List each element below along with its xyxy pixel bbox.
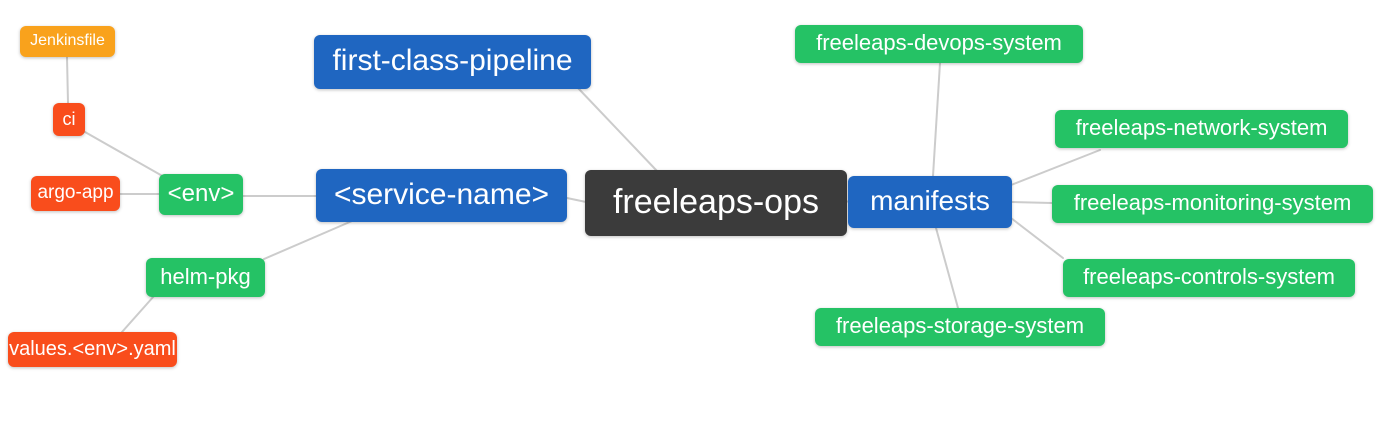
edge-service-name-helm-pkg xyxy=(263,220,353,260)
edge-manifests-monitoring-system xyxy=(1010,201,1053,204)
node-label-argo-app: argo-app xyxy=(37,182,114,203)
node-values-env-yaml[interactable]: values.<env>.yaml xyxy=(8,332,177,367)
edge-values-env-yaml-helm-pkg xyxy=(121,295,155,333)
node-argo-app[interactable]: argo-app xyxy=(31,176,120,211)
edge-first-class-pipeline-freeleaps-ops xyxy=(577,87,658,172)
node-freeleaps-ops[interactable]: freeleaps-ops xyxy=(585,170,847,236)
node-label-helm-pkg: helm-pkg xyxy=(160,263,251,289)
edge-ci-env xyxy=(84,131,167,179)
node-helm-pkg[interactable]: helm-pkg xyxy=(146,258,265,297)
node-label-jenkinsfile: Jenkinsfile xyxy=(30,31,105,49)
node-service-name[interactable]: <service-name> xyxy=(316,169,567,222)
node-manifests[interactable]: manifests xyxy=(848,176,1012,228)
node-devops-system[interactable]: freeleaps-devops-system xyxy=(795,25,1083,63)
edge-service-name-freeleaps-ops xyxy=(566,197,587,203)
node-label-network-system: freeleaps-network-system xyxy=(1075,115,1328,140)
node-label-values-env-yaml: values.<env>.yaml xyxy=(9,337,176,360)
edge-manifests-storage-system xyxy=(935,227,959,309)
node-monitoring-system[interactable]: freeleaps-monitoring-system xyxy=(1052,185,1373,223)
node-label-first-class-pipeline: first-class-pipeline xyxy=(332,44,573,77)
node-label-storage-system: freeleaps-storage-system xyxy=(835,313,1085,338)
node-label-freeleaps-ops: freeleaps-ops xyxy=(612,183,819,221)
edge-manifests-controls-system xyxy=(1010,217,1064,259)
node-network-system[interactable]: freeleaps-network-system xyxy=(1055,110,1348,148)
node-first-class-pipeline[interactable]: first-class-pipeline xyxy=(314,35,591,89)
edge-manifests-devops-system xyxy=(932,62,941,177)
node-label-controls-system: freeleaps-controls-system xyxy=(1083,264,1335,289)
edge-manifests-network-system xyxy=(1010,149,1101,186)
node-env[interactable]: <env> xyxy=(159,174,243,215)
node-controls-system[interactable]: freeleaps-controls-system xyxy=(1063,259,1355,297)
node-label-manifests: manifests xyxy=(870,185,990,216)
edge-jenkinsfile-ci xyxy=(66,56,69,104)
node-label-env: <env> xyxy=(167,179,235,207)
node-ci[interactable]: ci xyxy=(53,103,85,136)
node-label-service-name: <service-name> xyxy=(333,177,550,211)
node-label-devops-system: freeleaps-devops-system xyxy=(816,30,1062,55)
node-storage-system[interactable]: freeleaps-storage-system xyxy=(815,308,1105,346)
node-label-ci: ci xyxy=(62,108,76,129)
node-label-monitoring-system: freeleaps-monitoring-system xyxy=(1073,190,1352,215)
node-jenkinsfile[interactable]: Jenkinsfile xyxy=(20,26,115,57)
